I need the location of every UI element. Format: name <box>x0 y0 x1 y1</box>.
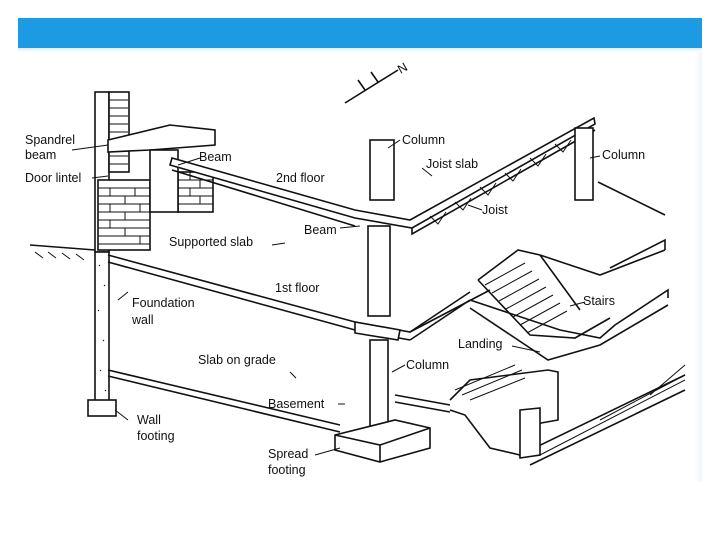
label-landing: Landing <box>458 337 503 351</box>
label-basement: Basement <box>268 397 325 411</box>
label-door-lintel: Door lintel <box>25 171 81 185</box>
column-lower <box>369 339 389 436</box>
north-label: N <box>395 60 410 77</box>
label-leaders <box>71 139 601 456</box>
label-wall-footing-2: footing <box>137 429 175 443</box>
label-second-floor: 2nd floor <box>276 171 325 185</box>
label-spread-footing-2: footing <box>268 463 306 477</box>
label-first-floor: 1st floor <box>275 281 319 295</box>
label-beam-top: Beam <box>199 150 232 164</box>
slide-edge-shadow <box>694 52 702 482</box>
ground-line <box>29 244 96 261</box>
label-spread-footing-1: Spread <box>268 447 308 461</box>
label-column-top: Column <box>402 133 445 147</box>
column-upper <box>369 139 395 201</box>
label-column-right: Column <box>602 148 645 162</box>
north-arrow <box>344 69 399 104</box>
label-joist: Joist <box>482 203 508 217</box>
label-beam-mid: Beam <box>304 223 337 237</box>
label-supported-slab: Supported slab <box>169 235 253 249</box>
label-foundation-wall-2: wall <box>131 313 154 327</box>
label-stairs: Stairs <box>583 294 615 308</box>
first-floor-slab <box>107 254 491 341</box>
label-spandrel-beam-1: Spandrel <box>25 133 75 147</box>
spandrel-beam-shape <box>107 124 216 213</box>
label-foundation-wall-1: Foundation <box>132 296 195 310</box>
label-spandrel-beam-2: beam <box>25 148 56 162</box>
title-bar <box>18 18 702 48</box>
second-floor-slab <box>169 116 666 236</box>
label-slab-on-grade: Slab on grade <box>198 353 276 367</box>
label-joist-slab: Joist slab <box>426 157 478 171</box>
column-right-shape <box>574 127 594 201</box>
landing-structure <box>449 288 686 466</box>
foundation-wall <box>87 251 117 417</box>
basement-slab <box>107 369 451 433</box>
title-bar-shadow <box>18 48 702 52</box>
label-column-low: Column <box>406 358 449 372</box>
label-wall-footing-1: Wall <box>137 413 161 427</box>
column-middle <box>367 225 391 317</box>
brick-wall <box>94 91 214 253</box>
spread-footing-shape <box>334 419 431 463</box>
stairs-upper <box>477 238 666 339</box>
